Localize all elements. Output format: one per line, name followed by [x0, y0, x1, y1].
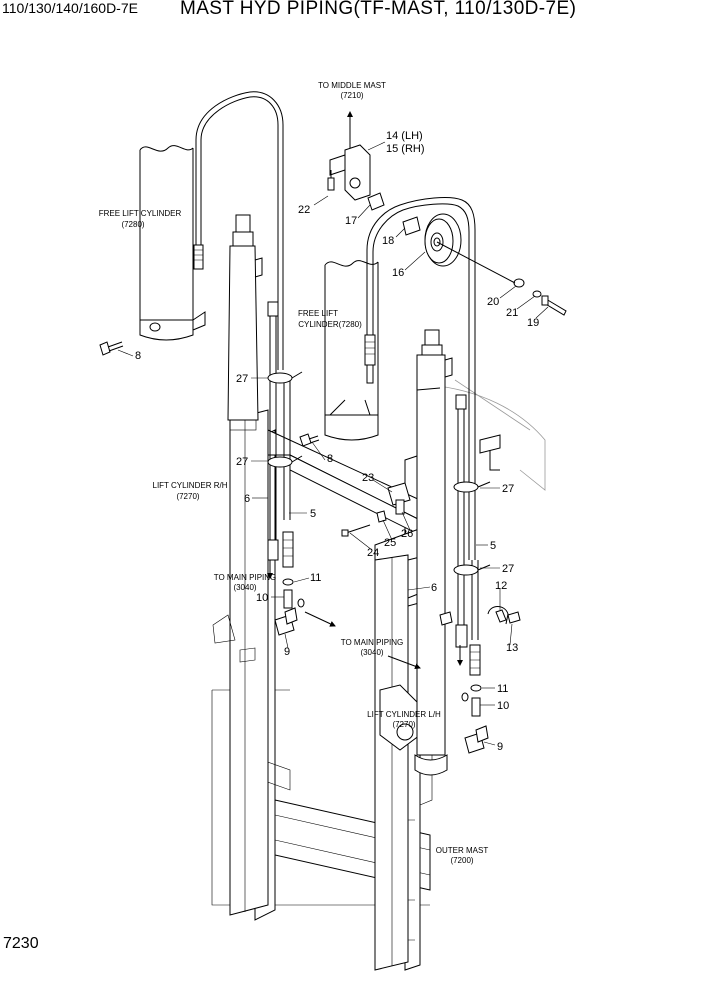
part-13-label: 13 [506, 642, 518, 654]
free-lift-cylinder-center [324, 260, 379, 441]
pipe-left [267, 301, 294, 568]
free-lift-cylinder-center-label: FREE LIFT [298, 309, 338, 318]
flow-arrows [267, 111, 463, 670]
free-lift-cylinder-center-ref: CYLINDER(7280) [298, 320, 362, 329]
hose-right [364, 197, 476, 560]
part-5-label-b: 5 [490, 540, 496, 552]
middle-mast-frame [212, 379, 546, 971]
part-20-label: 20 [487, 296, 499, 308]
sheave-bracket-parts [327, 144, 567, 316]
fittings-mid [341, 482, 521, 626]
part-27-label-d: 27 [502, 563, 514, 575]
part-22-label: 22 [298, 204, 310, 216]
part-11-label-b: 11 [497, 683, 508, 695]
part-9-label-b: 9 [497, 741, 503, 753]
model-range: 110/130/140/160D-7E [2, 0, 138, 16]
part-6-label-a: 6 [244, 493, 250, 505]
to-main-piping-center-label: TO MAIN PIPING [341, 638, 404, 647]
part-12-label: 12 [495, 580, 507, 592]
page-title: MAST HYD PIPING(TF-MAST, 110/130D-7E) [180, 0, 577, 19]
page-number: 7230 [3, 935, 39, 952]
lift-cylinder-lh-label: LIFT CYLINDER L/H [367, 710, 441, 719]
lift-cylinder-lh [414, 329, 453, 776]
part-17-label: 17 [345, 215, 357, 227]
part-24-label: 24 [367, 547, 379, 559]
hose-left [193, 91, 284, 370]
free-lift-cylinder-left [139, 145, 206, 341]
part-27-label-c: 27 [502, 483, 514, 495]
pipe-clamps [267, 371, 491, 576]
outer-mast-ref: (7200) [450, 856, 473, 865]
lift-cylinder-rh [227, 214, 263, 431]
free-lift-cylinder-left-ref: (7280) [121, 220, 144, 229]
callout-labels: TO MIDDLE MAST (7210) FREE LIFT CYLINDER… [99, 81, 489, 865]
to-main-piping-left-label: TO MAIN PIPING [214, 573, 277, 582]
to-main-piping-left-ref: (3040) [233, 583, 256, 592]
part-11-label-a: 11 [310, 572, 321, 584]
to-main-piping-center-ref: (3040) [360, 648, 383, 657]
part-19-label: 19 [527, 317, 539, 329]
part-10-label-a: 10 [256, 592, 268, 604]
part-26-label: 26 [401, 528, 413, 540]
part-18-label: 18 [382, 235, 394, 247]
part-15-label: 15 (RH) [386, 143, 425, 155]
to-middle-mast-label: TO MIDDLE MAST [318, 81, 386, 90]
lift-cylinder-rh-label: LIFT CYLINDER R/H [153, 481, 228, 490]
part-9-label-a: 9 [284, 646, 290, 658]
leader-lines [117, 141, 549, 746]
lift-cylinder-lh-ref: (7270) [392, 720, 415, 729]
part-number-labels: 14 (LH) 15 (RH) 22 17 18 16 20 21 19 8 2… [135, 130, 539, 753]
part-8-label-a: 8 [135, 350, 141, 362]
part-6-label-b: 6 [431, 582, 437, 594]
lift-cylinder-rh-ref: (7270) [176, 492, 199, 501]
pipe-right [455, 394, 481, 676]
free-lift-cylinder-left-label: FREE LIFT CYLINDER [99, 209, 182, 218]
part-27-label-b: 27 [236, 456, 248, 468]
bolts-8 [99, 341, 320, 447]
part-14-label: 14 (LH) [386, 130, 423, 142]
part-21-label: 21 [506, 307, 518, 319]
to-middle-mast-ref: (7210) [340, 91, 363, 100]
part-10-label-b: 10 [497, 700, 509, 712]
outer-mast-label: OUTER MAST [436, 846, 489, 855]
part-23-label: 23 [362, 472, 374, 484]
part-27-label-a: 27 [236, 373, 248, 385]
part-16-label: 16 [392, 267, 404, 279]
part-5-label-a: 5 [310, 508, 316, 520]
fittings-bottom [274, 578, 489, 754]
part-25-label: 25 [384, 537, 396, 549]
part-8-label-b: 8 [327, 453, 333, 465]
